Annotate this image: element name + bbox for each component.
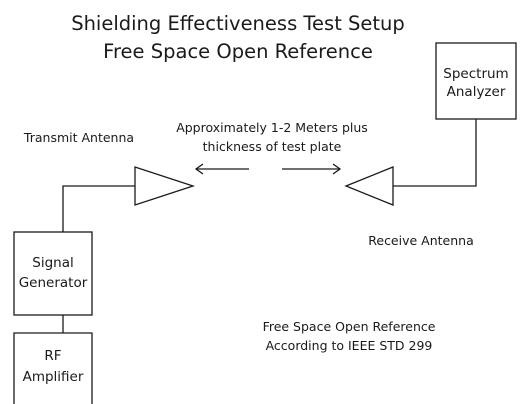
signal-generator-box: Signal Generator (13, 231, 93, 316)
distance-label-line1: Approximately 1-2 Meters plus (176, 120, 368, 135)
rf-amplifier-label-line1: RF (44, 348, 61, 364)
diagram-title-line1: Shielding Effectiveness Test Setup (71, 12, 405, 35)
transmit-antenna-icon (134, 166, 196, 206)
reference-note-line1: Free Space Open Reference (263, 319, 436, 334)
receive-cable (393, 119, 477, 187)
rf-amplifier-label-line2: Amplifier (23, 369, 84, 385)
diagram-title-line2: Free Space Open Reference (103, 40, 373, 63)
distance-label-line2: thickness of test plate (203, 139, 342, 154)
signal-generator-label-line1: Signal (32, 255, 73, 271)
distance-indicator (194, 163, 342, 175)
receive-antenna-icon (344, 166, 394, 206)
receive-antenna-label: Receive Antenna (368, 233, 473, 248)
transmit-cable (62, 185, 135, 232)
signal-generator-label-line2: Generator (19, 275, 88, 291)
reference-note-line2: According to IEEE STD 299 (266, 338, 433, 353)
spectrum-analyzer-label-line2: Analyzer (447, 84, 506, 100)
transmit-antenna-label: Transmit Antenna (23, 130, 134, 145)
spectrum-analyzer-label-line1: Spectrum (443, 66, 508, 82)
spectrum-analyzer-box: Spectrum Analyzer (435, 42, 517, 120)
rf-amplifier-box: RF Amplifier (13, 332, 93, 404)
